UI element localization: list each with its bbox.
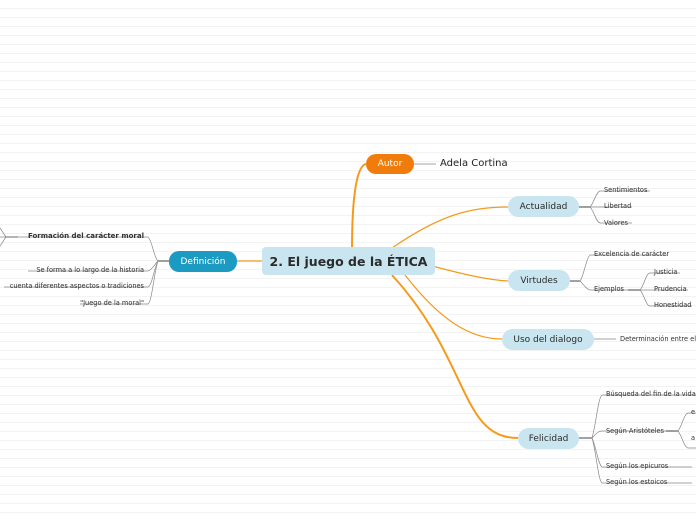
ejemplo-justicia[interactable]: Justicia [654, 268, 678, 276]
felicidad-item-estoicos[interactable]: Según los estoicos [606, 478, 668, 486]
autor-name[interactable]: Adela Cortina [440, 158, 508, 169]
ejemplo-honestidad[interactable]: Honestidad [654, 301, 692, 309]
virtudes-item-ejemplos[interactable]: Ejemplos [594, 285, 624, 293]
definicion-item-tradiciones[interactable]: cuenta diferentes aspectos o tradiciones [9, 282, 144, 290]
actualidad-node[interactable]: Actualidad [508, 196, 579, 217]
uso-dialogo-node[interactable]: Uso del dialogo [502, 329, 594, 350]
actualidad-item-valores[interactable]: Valores [604, 219, 628, 227]
branch-uso [404, 274, 503, 340]
definicion-node[interactable]: Definición [169, 251, 237, 272]
definicion-item-formacion[interactable]: Formación del carácter moral [27, 232, 144, 240]
actualidad-item-libertad[interactable]: Libertad [604, 202, 632, 210]
felicidad-item-busqueda[interactable]: Búsqueda del fin de la vida [606, 390, 696, 398]
definicion-item-juego[interactable]: "Juego de la moral" [80, 299, 144, 307]
felicidad-node[interactable]: Felicidad [518, 428, 579, 449]
uso-item-determinacion[interactable]: Determinación entre el [620, 335, 696, 343]
aristoteles-item-a[interactable]: a [691, 434, 696, 442]
felicidad-item-epicuros[interactable]: Según los epicuros [606, 462, 669, 470]
autor-node[interactable]: Autor [366, 154, 414, 174]
actualidad-item-sentimientos[interactable]: Sentimientos [604, 186, 648, 194]
branch-autor [351, 163, 367, 251]
branch-virtudes [431, 265, 509, 282]
aristoteles-item-e[interactable]: e [691, 408, 696, 416]
felicidad-item-aristoteles[interactable]: Según Aristóteles [606, 427, 664, 435]
virtudes-node[interactable]: Virtudes [508, 270, 570, 291]
central-topic[interactable]: 2. El juego de la ÉTICA [262, 247, 435, 275]
ejemplo-prudencia[interactable]: Prudencia [654, 285, 687, 293]
branch-actualidad [391, 206, 509, 249]
definicion-item-historia[interactable]: Se forma a lo largo de la historia [36, 266, 144, 274]
virtudes-item-excelencia[interactable]: Excelencia de carácter [594, 250, 670, 258]
branch-felicidad [391, 274, 519, 439]
